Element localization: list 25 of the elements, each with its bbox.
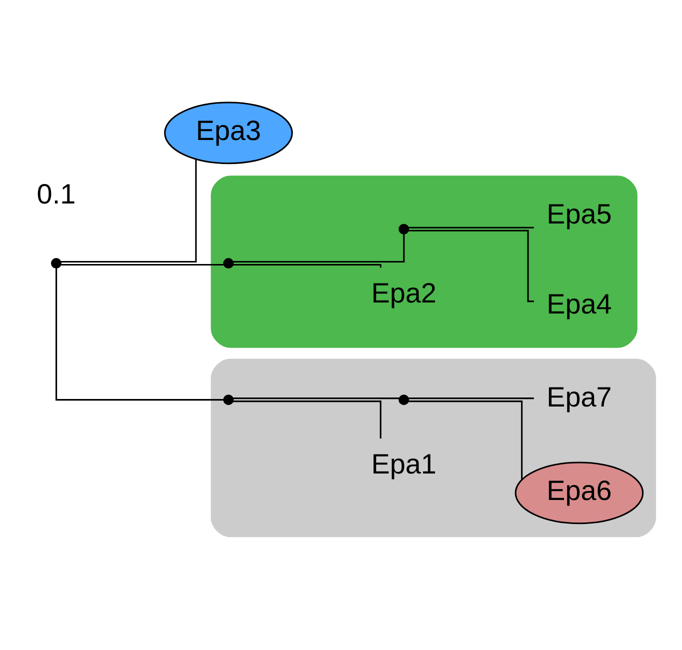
connector bbox=[60, 264, 224, 266]
node-text: Epa5 bbox=[546, 198, 612, 230]
cluster bbox=[210, 358, 656, 537]
connector bbox=[232, 264, 382, 268]
cluster bbox=[210, 175, 638, 348]
node-dot bbox=[223, 394, 234, 405]
connector bbox=[56, 267, 224, 400]
connector bbox=[232, 400, 382, 438]
connector bbox=[232, 233, 405, 262]
node-text: Epa1 bbox=[371, 448, 436, 479]
label: 0.1 bbox=[36, 178, 76, 209]
connector bbox=[408, 397, 534, 399]
connector bbox=[232, 397, 399, 399]
node-text: Epa4 bbox=[546, 288, 612, 320]
node-ellipse: Epa3 bbox=[164, 101, 293, 164]
node-ellipse: Epa6 bbox=[514, 461, 644, 524]
node-dot bbox=[398, 394, 410, 405]
connector bbox=[408, 226, 534, 228]
connector bbox=[60, 159, 197, 262]
connector bbox=[408, 400, 523, 479]
node-text: Epa2 bbox=[371, 277, 436, 308]
node-dot bbox=[223, 258, 234, 268]
node-dot bbox=[398, 223, 410, 234]
node-dot bbox=[50, 258, 62, 268]
node-text: Epa7 bbox=[546, 381, 612, 412]
